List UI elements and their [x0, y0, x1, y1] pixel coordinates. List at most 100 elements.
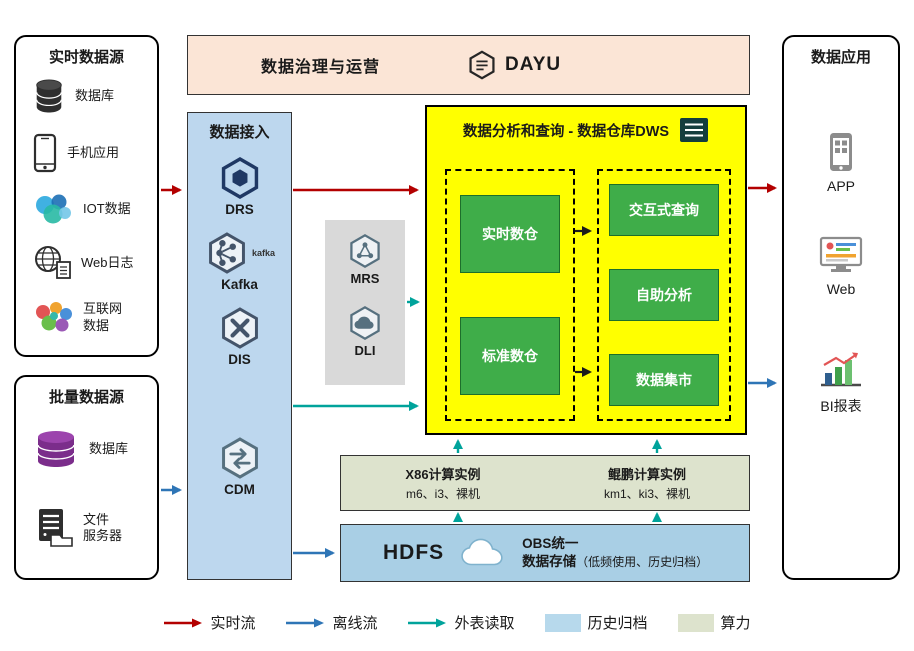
access-item-drs: DRS [217, 155, 263, 217]
application-item-app: APP [826, 131, 856, 194]
access-label: DIS [228, 352, 251, 367]
application-label: BI报表 [820, 398, 862, 414]
database-icon [32, 78, 66, 114]
dws-ledger-icon [679, 117, 709, 143]
governance-title: 数据治理与运营 [261, 59, 381, 76]
dayu-hexagon-icon [466, 49, 498, 81]
node-interactive-query: 交互式查询 [609, 184, 719, 236]
source-label: 文件 服务器 [83, 512, 123, 544]
source-item-database: 数据库 [20, 78, 153, 114]
dayu-logo: DAYU [466, 36, 561, 94]
kunpeng-models: km1、ki3、裸机 [603, 487, 690, 501]
access-item-dis: DIS [217, 305, 263, 367]
batch-sources-list: 数据库 文件 服务器 [16, 407, 157, 578]
offline-flow-arrow-icon [286, 618, 325, 627]
access-item-cdm: CDM [217, 435, 263, 497]
source-label: Web日志 [81, 254, 134, 270]
kafka-wordmark: kafka [251, 248, 276, 258]
service-item-mrs: MRS [346, 232, 384, 286]
application-item-bi-report: BI报表 [818, 351, 864, 416]
dws-analysis-panel: 数据分析和查询 - 数据仓库DWS 实时数仓 标准数仓 交互式查询 自助分析 数… [425, 105, 747, 435]
warehouse-group: 实时数仓 标准数仓 [445, 169, 575, 421]
database-purple-icon [32, 428, 80, 470]
x86-instances: X86计算实例 m6、i3、裸机 [341, 456, 545, 510]
legend-label: 算力 [720, 615, 751, 632]
realtime-sources-list: 数据库 手机应用 [16, 67, 157, 355]
legend-label: 历史归档 [587, 615, 648, 632]
query-services-group: 交互式查询 自助分析 数据集市 [597, 169, 731, 421]
kunpeng-instances: 鲲鹏计算实例 km1、ki3、裸机 [545, 456, 749, 510]
kunpeng-title: 鲲鹏计算实例 [607, 467, 686, 482]
source-item-mobile-app: 手机应用 [20, 133, 153, 173]
application-label: APP [826, 178, 855, 194]
external-read-arrow-icon [408, 618, 447, 627]
data-access-panel: 数据接入 DRS [187, 112, 292, 580]
legend-item-archive: 历史归档 [544, 612, 648, 633]
app-icon [826, 131, 856, 173]
source-label: 数据库 [89, 440, 129, 456]
source-item-batch-database: 数据库 [20, 428, 153, 470]
compute-swatch [677, 613, 714, 632]
realtime-sources-panel: 实时数据源 数据库 [14, 35, 159, 357]
node-standard-warehouse: 标准数仓 [460, 317, 560, 395]
analytics-services-panel: MRS DLI [325, 220, 405, 385]
hdfs-label: HDFS [383, 541, 445, 564]
data-applications-panel: 数据应用 APP [782, 35, 900, 580]
dli-hexagon-icon [346, 304, 384, 342]
source-item-internet-data: 互联网 数据 [20, 300, 153, 336]
access-label: DRS [225, 202, 254, 217]
service-label: MRS [350, 271, 380, 286]
legend: 实时流 离线流 外表读取 历史归档 算力 [0, 612, 914, 633]
obs-note: （低频使用、历史归档） [576, 554, 709, 569]
iot-icon [32, 192, 74, 226]
legend-label: 离线流 [332, 615, 378, 632]
storage-panel: HDFS OBS统一 数据存储（低频使用、历史归档） [340, 524, 750, 582]
batch-sources-title: 批量数据源 [48, 389, 124, 406]
legend-label: 实时流 [210, 615, 256, 632]
realtime-sources-title: 实时数据源 [48, 49, 124, 66]
source-item-iot: IOT数据 [20, 192, 153, 226]
access-label: Kafka [221, 277, 258, 292]
cdm-hexagon-icon [217, 435, 263, 481]
compute-instances-panel: X86计算实例 m6、i3、裸机 鲲鹏计算实例 km1、ki3、裸机 [340, 455, 750, 511]
x86-models: m6、i3、裸机 [405, 487, 480, 501]
access-item-kafka: kafka Kafka [204, 230, 275, 292]
internet-data-icon [32, 300, 74, 336]
applications-title: 数据应用 [810, 49, 871, 66]
dayu-logo-text: DAYU [505, 54, 562, 75]
service-item-dli: DLI [346, 304, 384, 358]
dws-header: 数据分析和查询 - 数据仓库DWS [427, 117, 745, 143]
web-monitor-icon [818, 236, 864, 276]
legend-item-realtime-flow: 实时流 [163, 612, 255, 633]
legend-item-compute: 算力 [677, 612, 751, 633]
obs-line2: 数据存储 [522, 553, 577, 569]
node-realtime-warehouse: 实时数仓 [460, 195, 560, 273]
drs-hexagon-icon [217, 155, 263, 201]
legend-label: 外表读取 [454, 615, 515, 632]
application-label: Web [826, 281, 856, 297]
source-item-file-server: 文件 服务器 [20, 507, 153, 549]
access-label: CDM [224, 482, 255, 497]
source-label: 互联网 数据 [83, 301, 123, 333]
obs-cloud-icon [460, 537, 506, 569]
application-item-web: Web [818, 236, 864, 297]
node-data-mart: 数据集市 [609, 354, 719, 406]
legend-item-external-read: 外表读取 [407, 612, 515, 633]
data-access-title: 数据接入 [209, 124, 270, 141]
node-self-service-analysis: 自助分析 [609, 269, 719, 321]
legend-item-offline-flow: 离线流 [285, 612, 377, 633]
file-server-icon [32, 507, 74, 549]
archive-swatch [544, 613, 581, 632]
bi-report-icon [818, 351, 864, 391]
realtime-flow-arrow-icon [164, 618, 203, 627]
source-item-web-log: Web日志 [20, 245, 153, 281]
source-label: 数据库 [75, 88, 115, 104]
kafka-hexagon-icon [204, 230, 250, 276]
obs-line1: OBS统一 [522, 536, 579, 552]
mrs-hexagon-icon [346, 232, 384, 270]
source-label: 手机应用 [67, 145, 120, 161]
x86-title: X86计算实例 [405, 467, 481, 482]
service-label: DLI [354, 343, 376, 358]
applications-list: APP Web [784, 67, 898, 416]
